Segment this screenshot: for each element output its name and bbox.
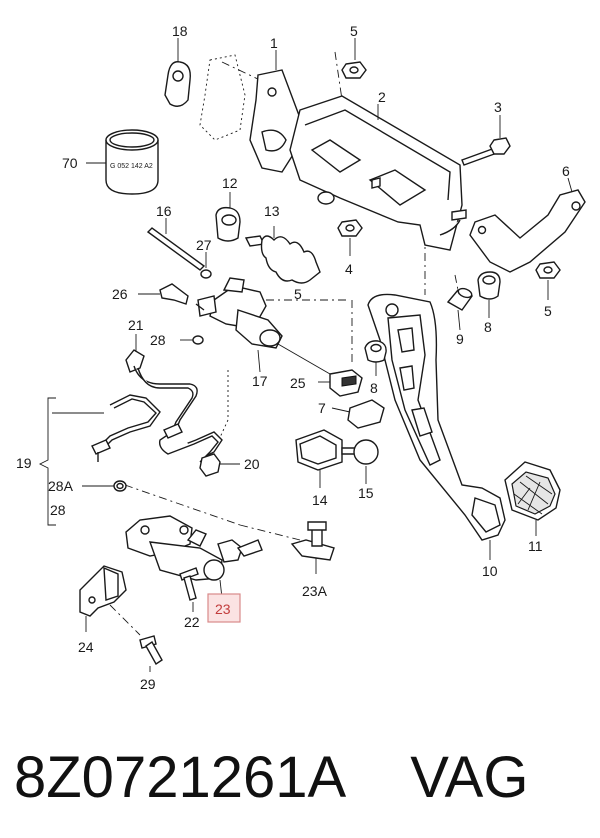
callout-5: 5 (544, 303, 552, 319)
part-23A-t-fitting (290, 521, 335, 574)
part-6-bracket-arm (469, 177, 586, 273)
callout-22: 22 (184, 614, 200, 630)
callout-7: 7 (318, 400, 326, 416)
part-5-nut-right (535, 261, 561, 300)
part-28-washer-top (180, 335, 204, 345)
part-4-nut (337, 219, 363, 256)
callout-28: 28 (150, 332, 166, 348)
hose-ring-label: G 052 142 A2 (110, 163, 153, 170)
part-1-bracket (199, 50, 301, 173)
callout-27: 27 (196, 237, 212, 253)
callout-23: 23 (215, 601, 231, 617)
part-9-sleeve (446, 287, 474, 331)
part-24-bracket (79, 565, 127, 632)
part-8-bushing-left (364, 340, 387, 376)
callout-16: 16 (156, 203, 172, 219)
callout-1: 1 (270, 35, 278, 51)
part-19-hose-line (91, 365, 223, 463)
callout-4: 4 (345, 261, 353, 277)
callout-15: 15 (358, 485, 374, 501)
callout-28: 28 (50, 502, 66, 518)
part-16-hose (146, 218, 206, 271)
part-7-switch (331, 399, 385, 429)
part-13-boot (244, 226, 321, 284)
callout-10: 10 (482, 563, 498, 579)
callout-14: 14 (312, 492, 328, 508)
part-5-nut-top (341, 38, 367, 79)
callout-9: 9 (456, 331, 464, 347)
callout-28A: 28A (48, 478, 74, 494)
callout-23-highlight (207, 593, 241, 623)
callout-8: 8 (484, 319, 492, 335)
part-14-sensor (295, 429, 357, 488)
part-20-clip (199, 453, 240, 477)
part-29-bolt (139, 635, 163, 672)
callout-21: 21 (128, 317, 144, 333)
callout-25: 25 (290, 375, 306, 391)
callout-26: 26 (112, 286, 128, 302)
callout-20: 20 (244, 456, 260, 472)
callout-6: 6 (562, 163, 570, 179)
callout-70: 70 (62, 155, 78, 171)
brand-label: VAG (410, 745, 529, 810)
part-12-cap (215, 192, 241, 242)
callouts: 18 1 5 2 3 70 12 6 16 13 27 4 26 5 5 8 2… (16, 23, 570, 692)
part-18-clip (164, 38, 191, 107)
callout-23A: 23A (302, 583, 328, 599)
part-8-bushing-right (477, 271, 501, 318)
part-26-clip (138, 283, 189, 305)
callout-13: 13 (264, 203, 280, 219)
callout-2: 2 (378, 89, 386, 105)
part-17-master-cylinder (195, 277, 331, 375)
studs (371, 177, 467, 221)
part-27-oring (200, 252, 212, 279)
callout-11: 11 (528, 538, 543, 554)
part-22-bolt (179, 567, 199, 612)
callout-18: 18 (172, 23, 188, 39)
footer: 8Z0721261A VAG (14, 728, 594, 828)
callout-5: 5 (350, 23, 358, 39)
callout-3: 3 (494, 99, 502, 115)
callout-19: 19 (16, 455, 32, 471)
callout-12: 12 (222, 175, 238, 191)
part-2-housing (289, 95, 463, 251)
part-11-pedal-pad (504, 461, 561, 536)
callout-5: 5 (294, 286, 302, 302)
part-23-slave-cylinder (125, 515, 263, 599)
group-bracket-19 (38, 397, 104, 526)
callout-24: 24 (78, 639, 94, 655)
part-10-pedal (367, 293, 506, 560)
callout-8: 8 (370, 380, 378, 396)
part-25-clevis (318, 369, 363, 397)
callout-17: 17 (252, 373, 268, 389)
callout-29: 29 (140, 676, 156, 692)
part-70-hose-ring (86, 129, 159, 195)
part-28A-oring (82, 480, 127, 492)
exploded-parts-diagram: 18 1 5 2 3 70 12 6 16 13 27 4 26 5 5 8 2… (16, 23, 586, 692)
part-3-bolt (461, 115, 511, 166)
part-15-disc (353, 439, 379, 484)
part-number: 8Z0721261A (14, 745, 347, 810)
part-21-clip (125, 334, 145, 373)
